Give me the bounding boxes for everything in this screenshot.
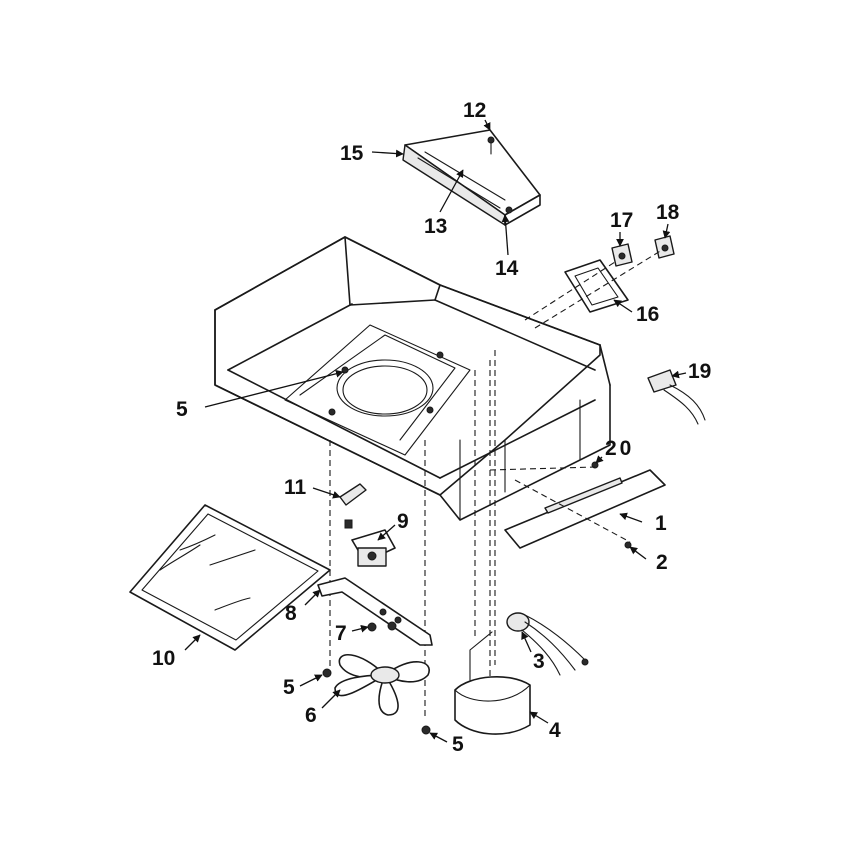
label-part-5-lower-left: 5 (283, 676, 295, 699)
switch-17 (611, 243, 633, 267)
label-part-3: 3 (533, 650, 545, 673)
bracket-11 (339, 483, 367, 506)
nut-7b (387, 621, 397, 631)
label-part-5-upper: 5 (176, 398, 188, 421)
screw-5-lower-left (322, 668, 332, 678)
label-part-15: 15 (340, 142, 364, 165)
label-part-2: 2 (656, 551, 668, 574)
label-part-12: 12 (463, 99, 486, 122)
light-housing (402, 129, 541, 226)
label-part-17: 17 (610, 209, 633, 232)
label-part-7: 7 (335, 622, 347, 645)
label-part-20: 20 (605, 437, 634, 460)
label-part-13: 13 (424, 215, 447, 238)
wire-connector-19 (647, 369, 706, 425)
motor-9 (344, 519, 396, 567)
label-part-8: 8 (285, 602, 297, 625)
label-part-19: 19 (688, 360, 711, 383)
label-part-5-lower-right: 5 (452, 733, 464, 756)
label-part-1: 1 (655, 512, 667, 535)
label-part-14: 14 (495, 257, 519, 280)
label-part-6: 6 (305, 704, 317, 727)
label-part-11: 11 (284, 476, 307, 499)
capacitor-3 (506, 612, 589, 676)
screw-12 (487, 136, 495, 155)
bottom-panel-1 (504, 469, 666, 549)
screw-2 (624, 541, 632, 549)
duct-4 (454, 631, 531, 735)
label-part-16: 16 (636, 303, 659, 326)
label-part-18: 18 (656, 201, 680, 224)
label-part-9: 9 (397, 510, 409, 533)
range-hood-body (214, 236, 611, 521)
leader-lines (184, 119, 687, 743)
switch-18 (654, 235, 675, 259)
screw-5-lower-right (421, 725, 431, 735)
nut-7a (367, 622, 377, 632)
grease-filter-10 (129, 504, 331, 651)
label-part-10: 10 (152, 647, 175, 670)
label-part-4: 4 (549, 719, 561, 742)
fan-blade-6 (334, 653, 430, 716)
motor-bracket-8 (317, 577, 433, 646)
switch-plate (564, 259, 629, 313)
